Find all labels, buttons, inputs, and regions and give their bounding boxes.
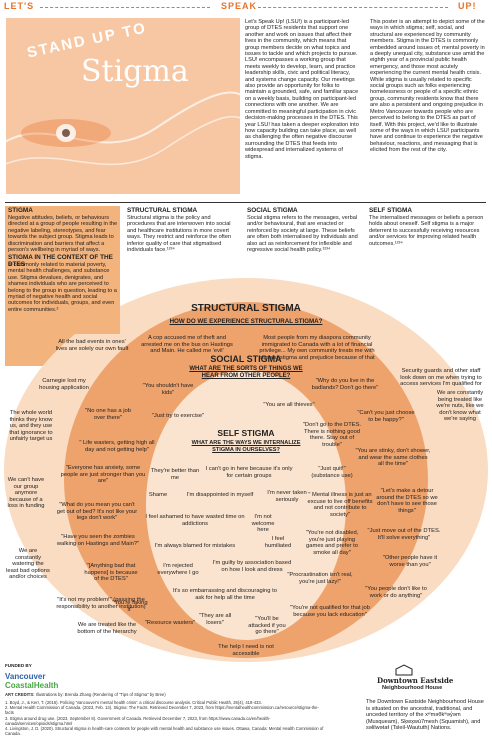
social-quote: "Why do you live in the badlands? Don't … xyxy=(311,378,379,391)
banner-divider xyxy=(258,7,448,8)
social-quote: "You are all thieves" xyxy=(263,402,315,408)
self-quote: I can't go in here because it's only for… xyxy=(205,466,293,479)
structural-quote: We can't have our group anymore because … xyxy=(7,477,45,510)
self-question: WHAT ARE THE WAYS WE INTERNALIZE STIGMA … xyxy=(191,440,301,453)
social-quote: "You're not disabled, you're just playin… xyxy=(305,530,359,556)
self-quote: I'm never taken seriously xyxy=(267,490,307,503)
self-quote: I'm disappointed in myself xyxy=(186,492,254,498)
self-quote: I'm not welcome here xyxy=(251,514,275,534)
structural-quote: Security guards and other staff look dow… xyxy=(400,368,482,388)
self-definition: The internalised messages or beliefs a p… xyxy=(369,215,484,247)
social-quote: "Just move out of the DTES. It'll solve … xyxy=(367,528,441,541)
stigma-definition-overlay: Negative attitudes, beliefs, or behaviou… xyxy=(8,215,118,254)
social-quote: "You people don't like to work or do any… xyxy=(365,586,427,599)
top-banner: LET'S SPEAK UP! xyxy=(0,0,492,14)
social-quote: "Let's make a detour around the DTES so … xyxy=(376,488,438,514)
structural-quote: A cop accused me of theft and arrested m… xyxy=(141,335,233,355)
structural-definition: Structural stigma is the policy and proc… xyxy=(127,215,232,254)
banner-right: UP! xyxy=(458,1,477,11)
structural-title: STRUCTURAL STIGMA xyxy=(191,303,301,314)
intro-column-1: Let's Speak Up! (LSU!) is a participant-… xyxy=(245,19,359,160)
reference-item: 3. Stigma around drug use. (2023, Septem… xyxy=(5,715,271,726)
funder-logo-line1: Vancouver xyxy=(5,672,46,681)
reference-item: 1. Boyd, J., & Kerr, T. (2016). Policing… xyxy=(5,700,262,705)
social-quote: " Mental illness is just an excuse to li… xyxy=(307,492,373,518)
hero-subtitle: Stigma xyxy=(81,54,189,89)
house-logo-line2: Neighbourhood House xyxy=(382,685,443,691)
banner-center: SPEAK xyxy=(221,1,258,11)
intro-column-2: This poster is an attempt to depict some… xyxy=(370,19,485,154)
land-acknowledgement: The Downtown Eastside Neighbourhood Hous… xyxy=(366,699,484,732)
structural-quote: All the bad events in ones' lives are so… xyxy=(55,339,129,352)
structural-quote: Most people from my diaspora community i… xyxy=(259,335,375,361)
self-heading: SELF STIGMA xyxy=(369,207,412,214)
self-quote: I'm rejected everywhere I go xyxy=(157,563,199,576)
social-title: SOCIAL STIGMA xyxy=(210,354,282,364)
social-quote: "You shouldn't have kids" xyxy=(142,383,194,396)
social-quote: "They are all losers" xyxy=(198,613,232,626)
self-quote: I feel humiliated xyxy=(264,536,292,549)
self-quote: I feel ashamed to have wasted time on ad… xyxy=(145,514,245,527)
social-quote: "Other people have it worse than you" xyxy=(382,555,438,568)
stigma-heading-overlay: STIGMA xyxy=(8,207,33,214)
self-quote: I'm guilty by association based on how I… xyxy=(212,560,292,573)
social-quote: "Can't you just choose to be happy?" xyxy=(357,410,415,423)
social-quote: "Procrastination isn't real, you're just… xyxy=(287,572,353,585)
social-quote: "Have you seen the zombies walking on Ha… xyxy=(56,534,140,547)
references: 1. Boyd, J., & Kerr, T. (2016). Policing… xyxy=(5,700,325,736)
social-quote: "What do you mean you can't get out of b… xyxy=(56,502,138,522)
structural-quote: We are constantly watering the least bad… xyxy=(6,548,50,581)
reference-item: 4. Livingston, J. D. (2020). Structural … xyxy=(5,726,324,737)
social-heading: SOCIAL STIGMA xyxy=(247,207,298,214)
self-ring xyxy=(146,370,346,640)
social-quote: "It's not my problem!" (passing the resp… xyxy=(56,597,146,610)
social-quote: "[Anything bad that happens] is because … xyxy=(84,563,138,583)
structural-quote: The help I need is not accessible xyxy=(218,644,274,657)
credits-label: ART CREDITS: xyxy=(5,692,35,697)
structural-quote: We are constantly being treated like we'… xyxy=(436,390,484,423)
banner-divider xyxy=(40,7,210,8)
hero-image: STAND UP TO Stigma xyxy=(6,18,240,194)
self-quote: I'm always blamed for mistakes xyxy=(154,543,236,549)
house-logo-line1: Downtown Eastside xyxy=(377,676,454,685)
self-quote: It's so embarrassing and discouraging to… xyxy=(173,588,277,601)
self-quote: They're better than me xyxy=(150,468,200,481)
social-quote: "You'll be attacked if you go there" xyxy=(248,616,286,636)
house-icon xyxy=(395,663,413,676)
social-quote: "Just try to exercise" xyxy=(151,413,205,419)
divider xyxy=(5,202,486,203)
structural-quote: The whole world thinks they know us, and… xyxy=(9,410,53,443)
self-quote: Shame xyxy=(148,492,168,498)
social-quote: "You're not qualified for that job becau… xyxy=(290,605,370,618)
banner-left: LET'S xyxy=(4,1,35,11)
self-title: SELF STIGMA xyxy=(217,428,275,438)
funded-by-label: FUNDED BY xyxy=(5,663,32,668)
social-question: WHAT ARE THE SORTS OF THINGS WE HEAR FRO… xyxy=(189,366,303,379)
social-quote: "Don't go to the DTES. There is nothing … xyxy=(302,422,362,448)
social-quote: "No one has a job over there" xyxy=(85,408,131,421)
art-credits: ART CREDITS: Illustrations by: Brenda Zh… xyxy=(5,692,325,697)
social-definition: Social stigma refers to the messages, ve… xyxy=(247,215,358,254)
structural-quote: We are treated like the bottom of the hi… xyxy=(77,622,137,635)
social-quote: "Resource wasters" xyxy=(144,620,196,626)
structural-quote: Carnegie lost my housing application xyxy=(39,378,89,391)
reference-item: 2. Mental Health Commission of Canada. (… xyxy=(5,705,319,716)
swirl-illustration xyxy=(6,91,240,166)
dtes-context-heading-overlay: STIGMA IN THE CONTEXT OF THE DTES xyxy=(8,254,113,268)
social-quote: " Life wasters, getting high all day and… xyxy=(79,440,155,453)
social-quote: "You are stinky, don't shower, and wear … xyxy=(355,448,431,468)
structural-question: HOW DO WE EXPERIENCE STRUCTURAL STIGMA? xyxy=(169,318,323,325)
credits-text: Illustrations by: Brenda Zhang (Renderin… xyxy=(35,692,166,697)
social-quote: "Everyone has anxiety, some people are j… xyxy=(60,465,146,485)
funder-logo-line2: CoastalHealth xyxy=(5,681,59,690)
structural-heading: STRUCTURAL STIGMA xyxy=(127,207,198,214)
dtes-context-text-overlay: is commonly related to material poverty,… xyxy=(8,262,117,313)
social-quote: "You're faking it" xyxy=(112,600,148,613)
social-quote: "Just quit!" (substance use) xyxy=(311,466,353,479)
